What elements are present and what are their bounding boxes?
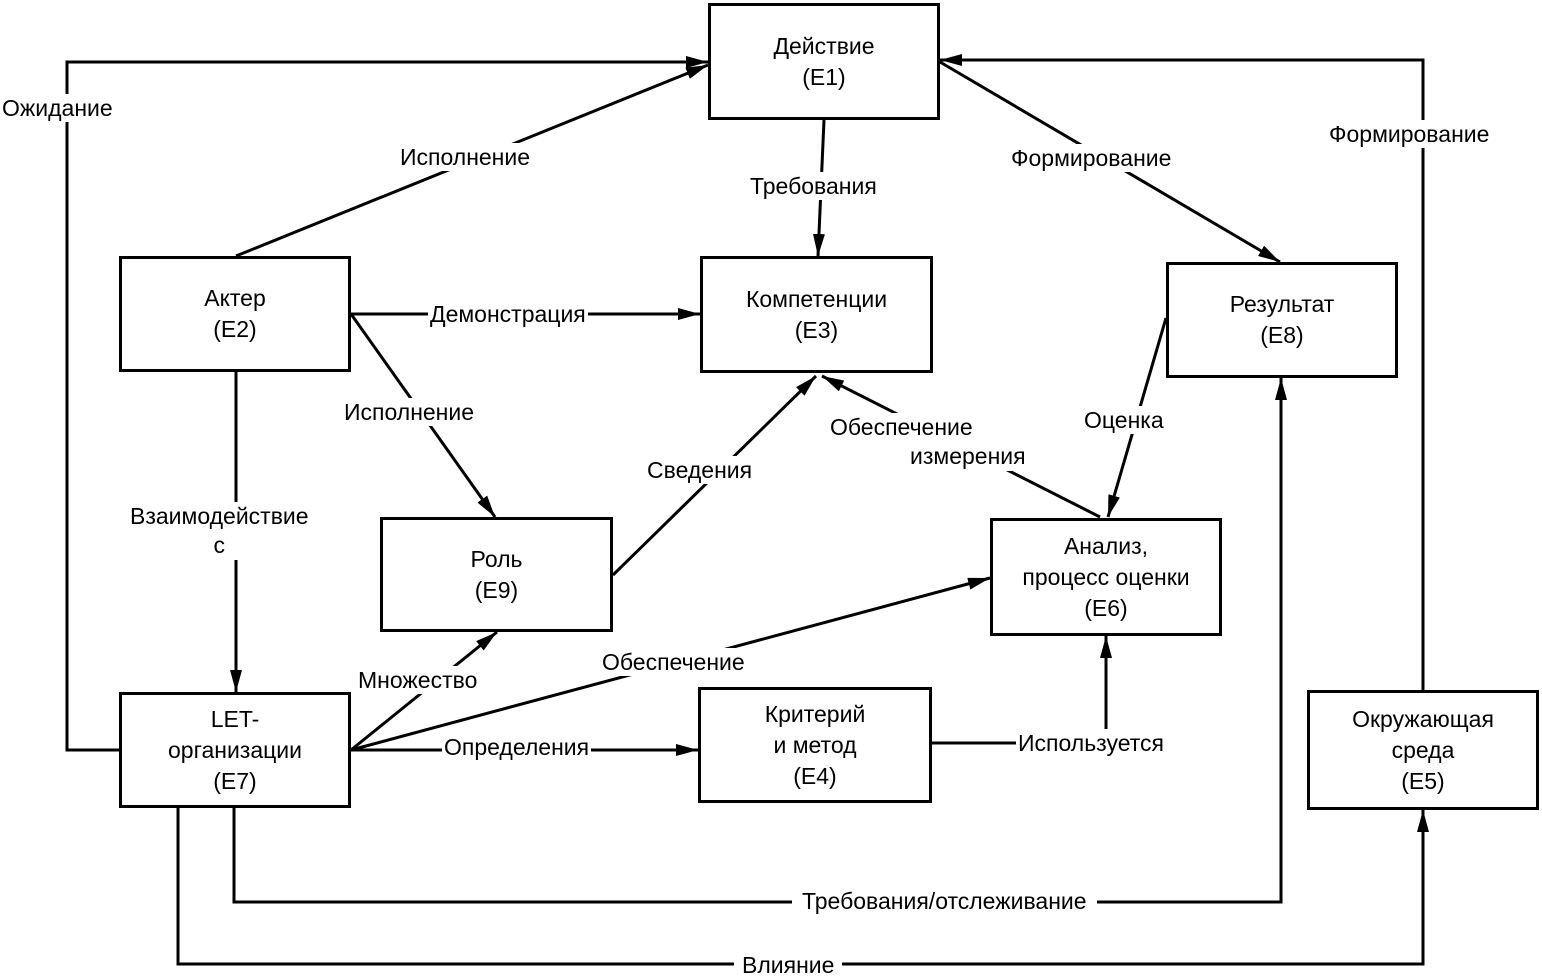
node-e2-line-1: Актер xyxy=(204,285,266,311)
node-e5-line-2: среда xyxy=(1391,736,1455,763)
label-requirements: Требования xyxy=(748,172,879,200)
label-measurement-support-line-1: Обеспечение xyxy=(830,414,973,440)
label-measurement-support-line-2: измерения xyxy=(910,443,1026,469)
node-e2-line-2: (E2) xyxy=(213,316,257,342)
edge-influence xyxy=(176,808,1429,966)
node-e8-line-1: Результат xyxy=(1229,291,1335,317)
node-actor-e2: Актер (E2) xyxy=(119,256,351,372)
label-forming-right: Формирование xyxy=(1327,120,1492,148)
node-e9-line-1: Роль xyxy=(470,545,523,572)
label-execution-role: Исполнение xyxy=(342,398,477,426)
node-e3-line-1: Компетенции xyxy=(745,285,888,312)
label-interaction-line-1: Взаимодействие xyxy=(130,503,309,529)
edge-used xyxy=(932,636,1112,745)
node-criterion-method-e4: Критерий и метод (E4) xyxy=(698,687,932,803)
node-e7-line-1: LET- xyxy=(210,705,260,732)
node-result-e8: Результат (E8) xyxy=(1166,262,1398,378)
label-measurement-support: Обеспечение измерения xyxy=(828,413,1028,471)
label-used: Используется xyxy=(1016,729,1166,757)
node-e3-line-2: (E3) xyxy=(794,316,839,343)
node-environment-e5: Окружающая среда (E5) xyxy=(1307,690,1539,810)
node-e7-line-2: организации xyxy=(167,736,302,763)
label-interaction: Взаимодействие с xyxy=(128,502,311,560)
node-e8-line-2: (E8) xyxy=(1260,322,1304,348)
node-e6-line-2: процесс оценки xyxy=(1022,563,1190,590)
edge-req-tracking xyxy=(232,378,1287,904)
node-competencies-e3: Компетенции (E3) xyxy=(700,256,933,373)
label-req-tracking: Требования/отслеживание xyxy=(792,887,1097,915)
label-influence: Влияние xyxy=(734,951,843,979)
node-e1-line-2: (E1) xyxy=(802,63,846,90)
node-e5-line-1: Окружающая xyxy=(1352,705,1494,732)
node-role-e9: Роль (E9) xyxy=(380,517,613,632)
label-support: Обеспечение xyxy=(600,648,747,676)
node-e4-line-2: и метод xyxy=(773,731,857,758)
label-information: Сведения xyxy=(645,456,755,484)
label-definitions: Определения xyxy=(442,733,592,761)
node-e7-line-3: (E7) xyxy=(213,767,257,794)
label-waiting: Ожидание xyxy=(0,94,115,122)
label-forming-mid: Формирование xyxy=(1009,144,1174,172)
label-demonstration: Демонстрация xyxy=(428,300,588,328)
node-action-e1: Действие (E1) xyxy=(708,3,940,120)
label-multiplicity: Множество xyxy=(356,666,480,694)
node-e5-line-3: (E5) xyxy=(1401,767,1445,794)
node-e1-line-1: Действие xyxy=(773,32,875,59)
node-e9-line-2: (E9) xyxy=(474,576,519,603)
edge-waiting xyxy=(65,56,708,752)
node-e4-line-1: Критерий xyxy=(764,700,866,727)
node-e6-line-3: (E6) xyxy=(1084,594,1128,621)
edge-forming-right xyxy=(940,54,1425,690)
node-let-organizations-e7: LET- организации (E7) xyxy=(119,692,351,808)
label-execution-top: Исполнение xyxy=(398,143,533,171)
node-analysis-e6: Анализ, процесс оценки (E6) xyxy=(990,518,1222,636)
node-e6-line-1: Анализ, xyxy=(1063,532,1149,559)
node-e4-line-3: (E4) xyxy=(793,762,837,789)
label-assessment: Оценка xyxy=(1082,406,1166,434)
label-interaction-line-2: с xyxy=(213,532,226,558)
